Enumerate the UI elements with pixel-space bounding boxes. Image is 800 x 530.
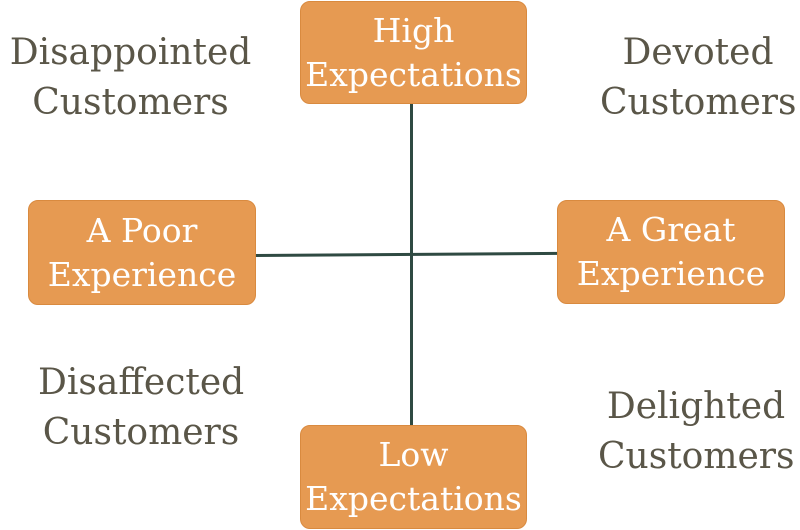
- low-expectations-line1: Low: [378, 435, 449, 474]
- poor-experience-box: A Poor Experience: [28, 200, 256, 305]
- great-experience-line1: A Great: [606, 210, 736, 249]
- disaffected-customers-label: Disaffected Customers: [38, 358, 244, 458]
- quadrant-top-left-line2: Customers: [32, 82, 229, 123]
- high-expectations-box: High Expectations: [300, 1, 527, 104]
- great-experience-line2: Experience: [576, 254, 766, 293]
- low-expectations-line2: Expectations: [305, 479, 522, 518]
- quadrant-top-right-line1: Devoted: [622, 32, 774, 73]
- delighted-customers-label: Delighted Customers: [598, 382, 794, 482]
- quadrant-bottom-right-line2: Customers: [598, 436, 795, 477]
- poor-experience-line1: A Poor: [86, 210, 198, 250]
- great-experience-box: A Great Experience: [557, 200, 785, 304]
- quadrant-bottom-right-line1: Delighted: [606, 386, 786, 427]
- quadrant-bottom-left-line1: Disaffected: [38, 362, 245, 403]
- vertical-axis-line: [410, 98, 413, 434]
- high-expectations-line2: Expectations: [305, 54, 522, 94]
- poor-experience-line2: Experience: [47, 254, 237, 294]
- quadrant-bottom-left-line2: Customers: [42, 412, 240, 453]
- disappointed-customers-label: Disappointed Customers: [8, 28, 253, 128]
- low-expectations-box: Low Expectations: [300, 425, 527, 529]
- devoted-customers-label: Devoted Customers: [600, 28, 796, 128]
- quadrant-top-right-line2: Customers: [600, 82, 797, 123]
- quadrant-top-left-line1: Disappointed: [9, 32, 252, 73]
- horizontal-axis-line: [254, 251, 561, 257]
- high-expectations-line1: High: [372, 10, 455, 50]
